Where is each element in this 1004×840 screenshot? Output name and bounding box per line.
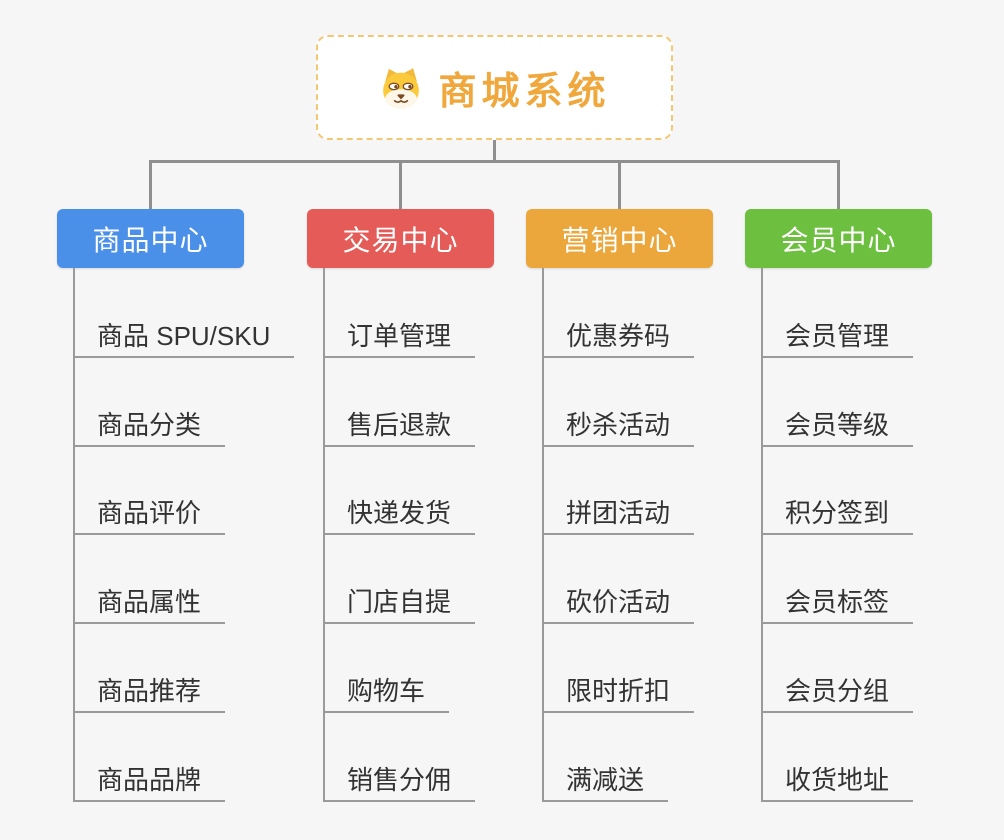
branch-children-product: 商品 SPU/SKU 商品分类 商品评价 商品属性 商品推荐 商品品牌	[73, 268, 303, 808]
leaf-node[interactable]: 积分签到	[761, 493, 914, 535]
leaf-node[interactable]: 快递发货	[323, 493, 476, 535]
leaf-node[interactable]: 优惠券码	[542, 316, 695, 358]
branch-children-trade: 订单管理 售后退款 快递发货 门店自提 购物车 销售分佣	[323, 268, 553, 808]
connector-drop-marketing	[618, 162, 621, 210]
leaf-node[interactable]: 门店自提	[323, 582, 476, 624]
leaf-node[interactable]: 商品分类	[73, 405, 226, 447]
leaf-node[interactable]: 会员管理	[761, 316, 914, 358]
leaf-node[interactable]: 限时折扣	[542, 671, 695, 713]
leaf-node[interactable]: 商品品牌	[73, 760, 226, 802]
branch-label: 交易中心	[342, 224, 459, 256]
branch-child-line	[73, 268, 75, 802]
branch-node-trade-center[interactable]: 交易中心	[307, 209, 494, 268]
leaf-node[interactable]: 收货地址	[761, 760, 914, 802]
dog-face-icon	[378, 65, 424, 111]
connector-drop-product	[149, 162, 152, 210]
leaf-node[interactable]: 会员分组	[761, 671, 914, 713]
leaf-node[interactable]: 商品评价	[73, 493, 226, 535]
leaf-node[interactable]: 砍价活动	[542, 582, 695, 624]
branch-child-line	[323, 268, 325, 802]
leaf-node[interactable]: 商品属性	[73, 582, 226, 624]
connector-drop-trade	[399, 162, 402, 210]
leaf-node[interactable]: 售后退款	[323, 405, 476, 447]
leaf-node[interactable]: 商品推荐	[73, 671, 226, 713]
leaf-node[interactable]: 订单管理	[323, 316, 476, 358]
root-node[interactable]: 商城系统	[316, 35, 673, 140]
leaf-node[interactable]: 拼团活动	[542, 493, 695, 535]
branch-node-marketing-center[interactable]: 营销中心	[526, 209, 713, 268]
connector-drop-member	[837, 162, 840, 210]
branch-child-line	[761, 268, 763, 802]
leaf-node[interactable]: 秒杀活动	[542, 405, 695, 447]
leaf-node[interactable]: 购物车	[323, 671, 450, 713]
leaf-node[interactable]: 满减送	[542, 760, 669, 802]
branch-children-member: 会员管理 会员等级 积分签到 会员标签 会员分组 收货地址	[761, 268, 991, 808]
connector-root-stub	[493, 140, 496, 162]
leaf-node[interactable]: 销售分佣	[323, 760, 476, 802]
branch-node-product-center[interactable]: 商品中心	[57, 209, 244, 268]
connector-horizontal-bar	[149, 160, 840, 163]
branch-node-member-center[interactable]: 会员中心	[745, 209, 932, 268]
leaf-node[interactable]: 会员标签	[761, 582, 914, 624]
branch-children-marketing: 优惠券码 秒杀活动 拼团活动 砍价活动 限时折扣 满减送	[542, 268, 772, 808]
branch-label: 营销中心	[561, 224, 678, 256]
branch-label: 会员中心	[780, 224, 897, 256]
branch-label: 商品中心	[92, 224, 209, 256]
leaf-node[interactable]: 商品 SPU/SKU	[73, 316, 295, 358]
branch-child-line	[542, 268, 544, 802]
leaf-node[interactable]: 会员等级	[761, 405, 914, 447]
root-label: 商城系统	[438, 71, 611, 113]
